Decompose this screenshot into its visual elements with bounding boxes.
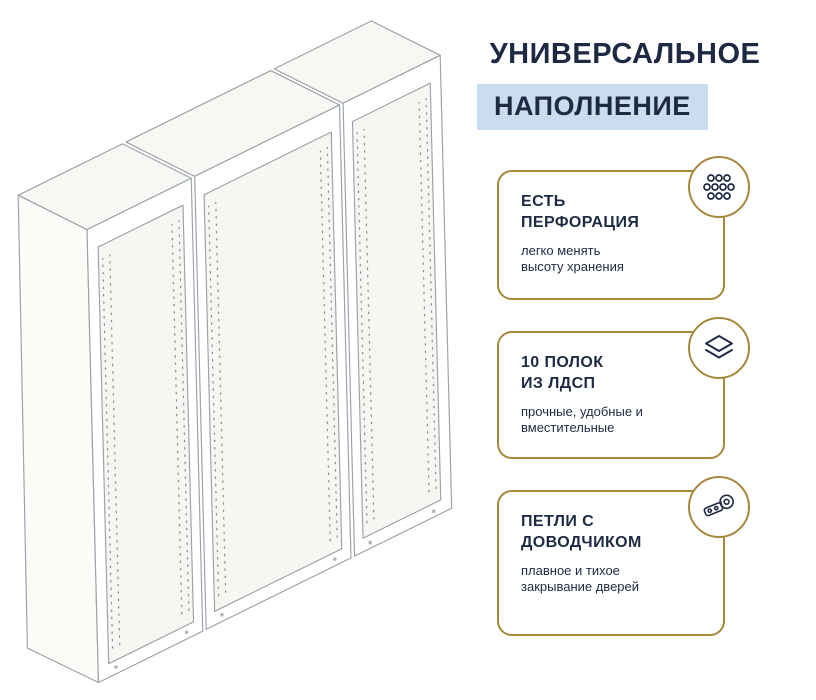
feature-card-subtitle: легко менять высоту хранения [521,242,624,275]
feature-card-subtitle: прочные, удобные и вместительные [521,403,643,436]
feature-card-perforation: ЕСТЬ ПЕРФОРАЦИЯ легко менять высоту хран… [497,156,750,300]
wardrobe-opening-left [97,204,195,665]
wardrobe-illustration [8,6,463,694]
wardrobe-opening-right [351,82,442,539]
perforation-dotted-lines [102,98,437,649]
feature-card-shelves: 10 ПОЛОК ИЗ ЛДСП прочные, удобные и вмес… [497,317,750,459]
feature-panel: УНИВЕРСАЛЬНОЕ НАПОЛНЕНИЕ ЕСТЬ ПЕРФОРАЦИЯ… [455,0,816,700]
feature-card-hinges: ПЕТЛИ С ДОВОДЧИКОМ плавное и тихое закры… [497,476,750,636]
feature-card-title: ПЕТЛИ С ДОВОДЧИКОМ [521,513,642,551]
page-subtitle-highlight: НАПОЛНЕНИЕ [477,84,708,130]
page-title: УНИВЕРСАЛЬНОЕ [489,38,761,70]
perforation-dots-icon [688,156,750,218]
wardrobe-frame-line-drawing [17,20,453,684]
feature-card-subtitle: плавное и тихое закрывание дверей [521,562,640,595]
bottom-screw-marks [114,509,436,669]
feature-card-title: ЕСТЬ ПЕРФОРАЦИЯ [521,193,640,231]
shelves-layers-icon [688,317,750,379]
wardrobe-left-side [17,194,100,684]
feature-card-title: 10 ПОЛОК ИЗ ЛДСП [521,354,604,392]
hinge-icon [688,476,750,538]
wardrobe-opening-middle [203,131,343,613]
